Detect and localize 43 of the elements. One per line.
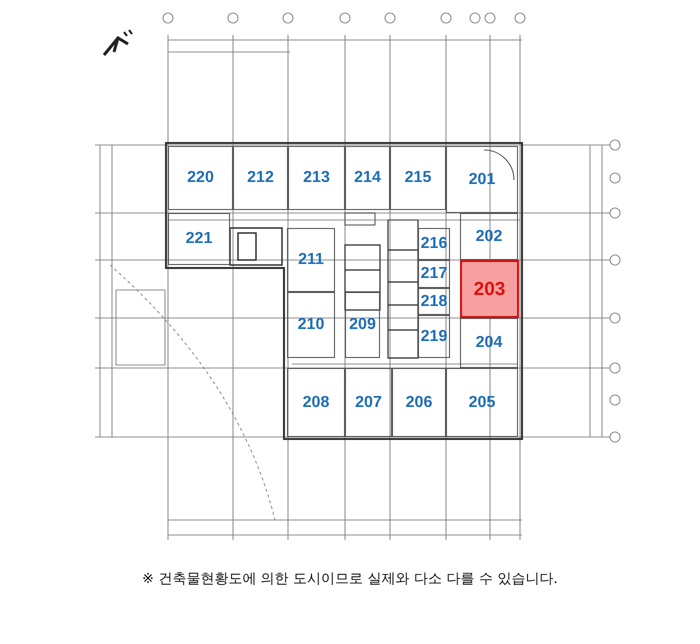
room <box>287 228 335 292</box>
room-number: 221 <box>186 231 212 247</box>
room-number: 218 <box>420 294 448 310</box>
room-number: 210 <box>298 317 324 333</box>
room-number: 217 <box>420 266 448 282</box>
room-number: 211 <box>298 252 324 268</box>
room <box>418 228 450 260</box>
room <box>345 292 380 358</box>
room-number: 203 <box>474 280 506 298</box>
room-number: 216 <box>420 236 448 252</box>
room <box>168 213 230 265</box>
room <box>418 315 450 358</box>
room <box>287 292 335 358</box>
room <box>460 213 518 260</box>
room <box>390 146 446 210</box>
room <box>418 260 450 288</box>
room-number: 208 <box>302 394 330 410</box>
room-number: 209 <box>349 317 376 333</box>
room <box>418 288 450 315</box>
highlighted-room <box>460 260 519 318</box>
room <box>392 368 446 437</box>
room-number: 205 <box>468 394 496 410</box>
room <box>446 368 518 437</box>
room <box>345 146 390 210</box>
room-number: 207 <box>355 394 382 410</box>
room-number: 202 <box>476 228 502 244</box>
room-number: 220 <box>187 170 214 186</box>
caption: ※ 건축물현황도에 의한 도시이므로 실제와 다소 다를 수 있습니다. <box>141 570 559 588</box>
room <box>287 368 345 437</box>
room-number: 215 <box>404 170 432 186</box>
room-number: 212 <box>247 170 274 186</box>
room-number: 201 <box>468 172 496 188</box>
room <box>460 318 518 368</box>
room-number: 219 <box>420 328 448 344</box>
room-number: 214 <box>354 170 381 186</box>
room-number: 206 <box>406 394 432 410</box>
room <box>168 146 233 210</box>
room <box>446 146 518 213</box>
room-number: 213 <box>303 170 330 186</box>
room <box>233 146 288 210</box>
room <box>288 146 345 210</box>
room-number: 204 <box>476 335 502 351</box>
room <box>345 368 392 437</box>
